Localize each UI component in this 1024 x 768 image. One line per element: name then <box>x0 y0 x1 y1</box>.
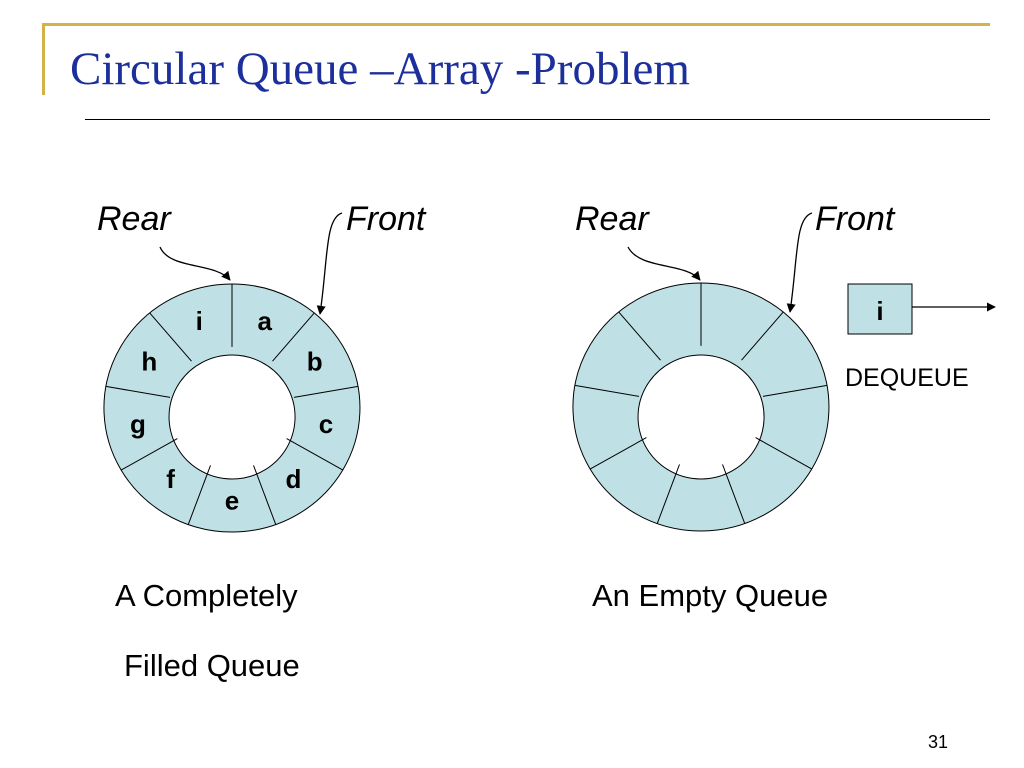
empty-queue-caption: An Empty Queue <box>592 578 829 613</box>
ring-slot-divider <box>120 438 178 471</box>
ring-slot-divider <box>105 385 171 398</box>
ring-slot-divider <box>618 311 661 361</box>
queue-slot-i: i <box>196 306 203 336</box>
full-queue-caption-line2: Filled Queue <box>124 648 300 683</box>
full-front-arrow <box>316 212 343 315</box>
ring-slot-divider <box>755 437 813 470</box>
full-queue-caption-line1: A Completely <box>115 578 298 613</box>
full-queue-ring: a b cd e fg h i <box>103 283 361 533</box>
dequeued-item-letter: i <box>876 296 883 326</box>
frame-left-rule <box>42 23 45 95</box>
queue-slot-g: g <box>130 409 146 439</box>
ring-slot-divider <box>272 312 315 362</box>
ring-slot-divider <box>293 385 359 398</box>
empty-rear-label: Rear <box>575 200 649 238</box>
ring-slot-divider <box>286 438 344 471</box>
full-front-label: Front <box>346 200 426 238</box>
ring-slot-divider <box>574 384 640 397</box>
title-underline <box>85 119 990 120</box>
queue-slot-h: h <box>141 347 157 377</box>
frame-top-rule <box>42 23 990 26</box>
full-rear-label: Rear <box>97 200 171 238</box>
queue-slot-d: d <box>285 464 301 494</box>
ring-slot-divider <box>253 465 277 525</box>
ring-slot-divider <box>187 465 211 525</box>
page-number: 31 <box>928 732 949 752</box>
queue-slot-e: e <box>225 486 239 516</box>
empty-front-arrow <box>786 212 813 313</box>
queue-slot-f: f <box>166 464 175 494</box>
empty-rear-arrow <box>627 246 701 281</box>
dequeued-item-box <box>847 283 913 335</box>
ring-slot-divider <box>149 312 192 362</box>
dequeue-label: DEQUEUE <box>845 364 969 392</box>
queue-slot-a: a <box>257 306 272 336</box>
ring-slot-divider <box>722 464 746 524</box>
empty-front-label: Front <box>815 200 895 238</box>
ring-slot-divider <box>741 311 784 361</box>
ring-slot-divider <box>656 464 680 524</box>
queue-slot-b: b <box>307 347 323 377</box>
slide-title: Circular Queue –Array -Problem <box>70 43 690 95</box>
ring-slot-divider <box>762 384 828 397</box>
empty-queue-ring <box>572 282 830 532</box>
ring-slot-divider <box>589 437 647 470</box>
queue-slot-c: c <box>319 409 333 439</box>
full-rear-arrow <box>159 246 231 281</box>
